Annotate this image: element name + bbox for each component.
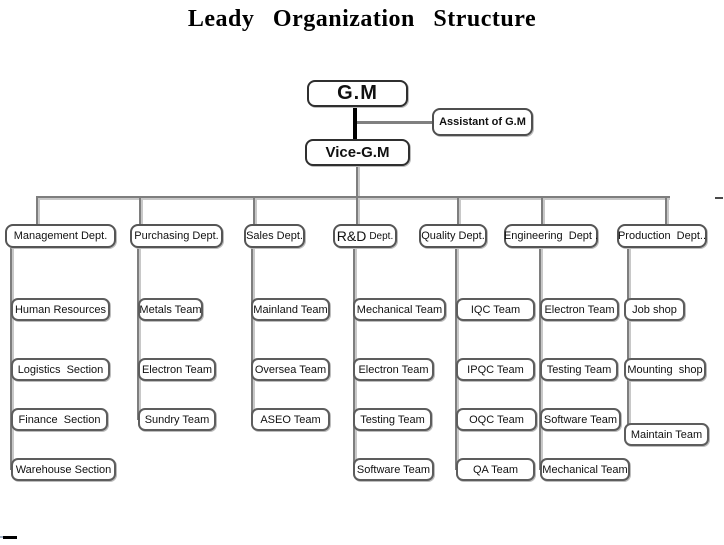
connector-assistant — [357, 121, 432, 124]
dept-label: Quality Dept. — [421, 230, 485, 242]
assistant-box: Assistant of G.M — [432, 108, 533, 136]
stray-mark-right — [715, 197, 723, 199]
team-label: Sundry Team — [144, 413, 210, 426]
team-label: Electron Team — [141, 363, 213, 376]
team-box: IQC Team — [456, 298, 535, 321]
team-box: Mechanical Team — [353, 298, 446, 321]
dept-box: Sales Dept. — [244, 224, 305, 248]
column-line — [539, 248, 541, 470]
connector-vice-trunk — [356, 165, 358, 196]
dept-drop-line — [253, 198, 255, 224]
team-label: IQC Team — [470, 303, 521, 316]
column-line — [627, 248, 629, 436]
team-box: Sundry Team — [138, 408, 216, 431]
team-label: OQC Team — [469, 413, 524, 426]
dept-box: Purchasing Dept. — [130, 224, 223, 248]
team-label: Finance Section — [18, 413, 101, 426]
team-box: Logistics Section — [11, 358, 110, 381]
team-box: QA Team — [456, 458, 535, 481]
team-label: Metals Team — [139, 303, 202, 316]
team-box: Mainland Team — [251, 298, 330, 321]
team-label: IPQC Team — [467, 363, 524, 376]
dept-label: Purchasing Dept. — [134, 230, 219, 242]
team-box: Metals Team — [138, 298, 203, 321]
stray-mark-bottom-left — [3, 536, 17, 539]
dept-label: Management Dept. — [13, 230, 108, 242]
team-box: Testing Team — [540, 358, 618, 381]
team-label: Software Team — [543, 413, 618, 426]
team-label: ASEO Team — [260, 413, 321, 426]
column-line — [10, 248, 12, 470]
dept-label: Sales Dept. — [246, 230, 303, 242]
team-box: Software Team — [540, 408, 621, 431]
dept-drop-line — [36, 198, 38, 224]
team-box: Human Resources — [11, 298, 110, 321]
team-box: Warehouse Section — [11, 458, 116, 481]
team-box: Software Team — [353, 458, 434, 481]
dept-drop-line — [457, 198, 459, 224]
dept-drop-line — [139, 198, 141, 224]
team-label: Software Team — [356, 463, 431, 476]
team-label: Mechanical Team — [356, 303, 443, 316]
team-label: Oversea Team — [254, 363, 327, 376]
column-line — [455, 248, 457, 470]
team-label: Electron Team — [544, 303, 615, 316]
team-box: Oversea Team — [251, 358, 330, 381]
dept-drop-line — [665, 198, 667, 224]
vice-gm-label: Vice-G.M — [325, 144, 390, 161]
team-box: Finance Section — [11, 408, 108, 431]
connector-trunk — [36, 196, 670, 198]
team-label: Job shop — [632, 303, 677, 316]
column-line — [353, 248, 355, 470]
dept-box: Production Dept.. — [617, 224, 707, 248]
gm-box: G.M — [307, 80, 408, 107]
team-box: Electron Team — [540, 298, 619, 321]
team-box: Mechanical Team — [540, 458, 630, 481]
chart-title: Leady Organization Structure — [187, 6, 537, 32]
team-box: OQC Team — [456, 408, 537, 431]
team-label: Mechanical Team — [542, 463, 628, 476]
dept-drop-line — [356, 198, 358, 224]
team-label: Testing Team — [360, 413, 425, 426]
dept-label: Engineering Dept . — [503, 230, 599, 242]
column-line — [137, 248, 139, 420]
team-box: ASEO Team — [251, 408, 330, 431]
team-box: Electron Team — [353, 358, 434, 381]
team-label: QA Team — [472, 463, 519, 476]
team-box: Testing Team — [353, 408, 432, 431]
team-box: Maintain Team — [624, 423, 709, 446]
assistant-label: Assistant of G.M — [439, 116, 526, 128]
dept-drop-line — [541, 198, 543, 224]
team-label: Mainland Team — [253, 303, 328, 316]
team-box: Electron Team — [138, 358, 216, 381]
dept-box: Management Dept. — [5, 224, 116, 248]
team-label: Maintain Team — [630, 428, 703, 441]
team-box: Mounting shop — [624, 358, 706, 381]
dept-label-suffix: Dept. — [369, 230, 394, 242]
team-label: Electron Team — [358, 363, 429, 376]
dept-box: Quality Dept. — [419, 224, 487, 248]
connector-gm-vice — [353, 106, 357, 140]
team-label: Testing Team — [546, 363, 612, 376]
team-label: Human Resources — [14, 303, 107, 316]
stray-mark-bottom-left-blue — [0, 536, 3, 538]
vice-gm-box: Vice-G.M — [305, 139, 410, 166]
team-label: Mounting shop — [627, 363, 703, 376]
dept-box: Engineering Dept . — [504, 224, 598, 248]
dept-label: Production Dept.. — [617, 230, 707, 242]
team-box: IPQC Team — [456, 358, 535, 381]
team-label: Warehouse Section — [15, 463, 112, 476]
column-line — [251, 248, 253, 420]
dept-label-main: R&D — [336, 228, 367, 244]
team-box: Job shop — [624, 298, 685, 321]
gm-label: G.M — [337, 82, 378, 104]
team-label: Logistics Section — [17, 363, 104, 376]
